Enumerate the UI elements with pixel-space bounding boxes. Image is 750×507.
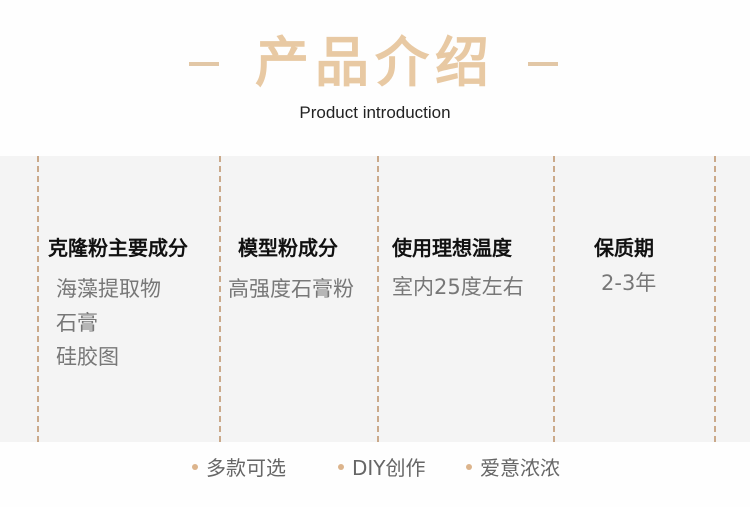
divider-3 (377, 156, 379, 442)
page-title: 产品介绍 (255, 31, 495, 94)
column-value: 石膏 (56, 311, 98, 335)
column-heading-shelf-life: 保质期 (594, 236, 654, 260)
column-heading-model-powder: 模型粉成分 (238, 236, 338, 260)
page-subtitle: Product introduction (299, 103, 451, 122)
title-dash-left (189, 62, 219, 66)
tag-label: 多款可选 (206, 456, 286, 480)
column-value: 海藻提取物 (56, 277, 161, 301)
info-panel (0, 156, 750, 442)
divider-1 (37, 156, 39, 442)
tag-label: DIY创作 (352, 456, 426, 480)
bullet-dot-icon (338, 463, 344, 470)
column-value: 室内25度左右 (392, 275, 524, 299)
column-value: 2-3年 (601, 271, 657, 295)
divider-4 (553, 156, 555, 442)
title-section: 产品介绍 (0, 28, 750, 98)
divider-5 (714, 156, 716, 442)
column-heading-clone-powder: 克隆粉主要成分 (48, 236, 188, 260)
tag-item: 爱意浓浓 (466, 452, 560, 481)
title-dash-right (528, 62, 558, 66)
tag-item: 多款可选 (192, 452, 286, 481)
bullet-dot-icon (192, 463, 198, 470)
column-value: 硅胶图 (56, 345, 119, 369)
bullet-dot-icon (466, 463, 472, 470)
column-heading-temperature: 使用理想温度 (392, 236, 512, 260)
tag-label: 爱意浓浓 (480, 456, 560, 480)
tag-item: DIY创作 (338, 452, 426, 481)
column-value: 高强度石膏粉 (228, 277, 354, 301)
divider-2 (219, 156, 221, 442)
